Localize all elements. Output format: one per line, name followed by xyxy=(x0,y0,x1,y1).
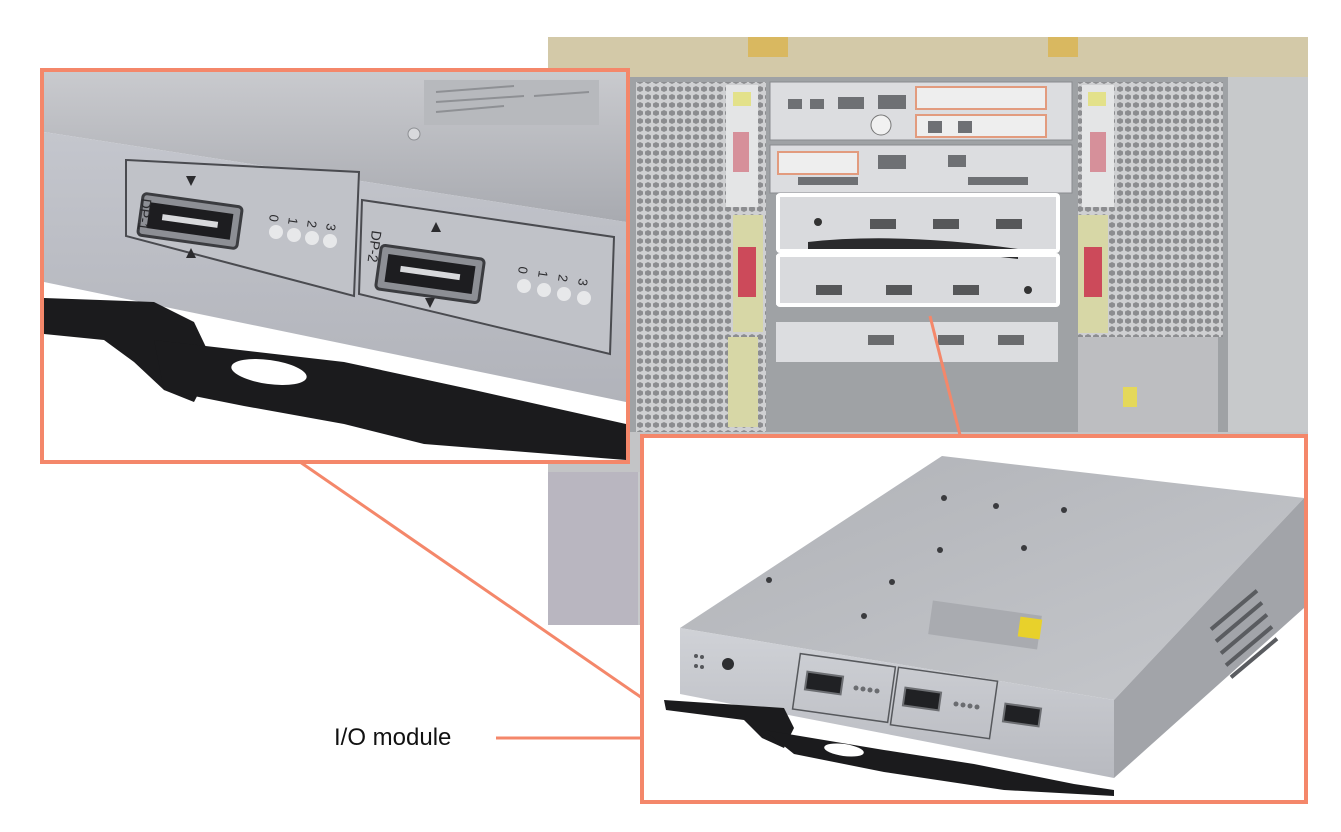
led-number: 2 xyxy=(304,220,320,229)
led-number: 1 xyxy=(285,217,301,226)
led-number: 0 xyxy=(266,214,282,223)
rack-rear-photo xyxy=(548,37,1308,625)
io-module-label: I/O module xyxy=(334,724,452,751)
port-detail-illustration: DP-1 DP-2 0 1 2 3 0 1 2 3 xyxy=(44,72,626,460)
led-number: 0 xyxy=(515,266,531,275)
io-module-photo-frame xyxy=(640,434,1308,804)
port-label-2: DP-2 xyxy=(365,230,385,264)
up-arrow-icon xyxy=(186,248,196,258)
io-module-illustration xyxy=(644,438,1304,800)
down-arrow-icon xyxy=(186,176,196,186)
led-number: 2 xyxy=(555,274,571,283)
led-number: 3 xyxy=(323,223,339,232)
led-number: 1 xyxy=(535,270,551,279)
port-detail-zoom-frame: DP-1 DP-2 0 1 2 3 0 1 2 3 xyxy=(40,68,630,464)
up-arrow-icon xyxy=(431,222,441,232)
led-number: 3 xyxy=(575,278,591,287)
down-arrow-icon xyxy=(425,298,435,308)
rack-connector-line xyxy=(928,315,962,436)
zoom-connector-line xyxy=(299,460,646,702)
port-label-1: DP-1 xyxy=(135,198,155,232)
